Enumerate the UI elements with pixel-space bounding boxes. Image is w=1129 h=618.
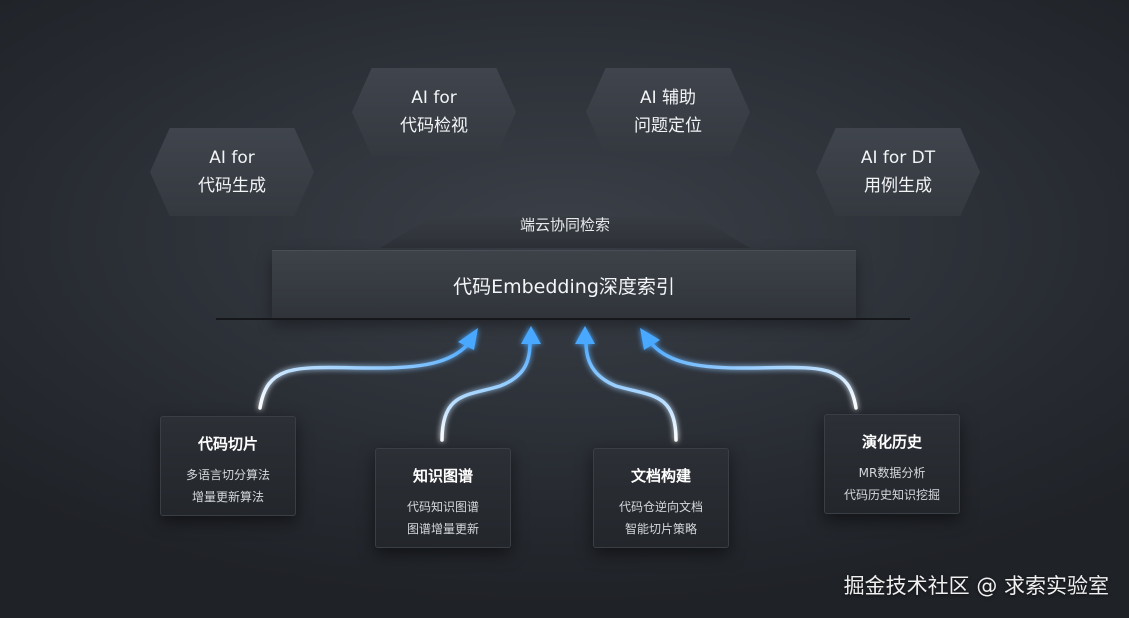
hex-ai-dt-testcase-generation: AI for DT 用例生成 bbox=[816, 128, 980, 216]
source-line: 多语言切分算法 bbox=[185, 468, 270, 482]
hex-ai-problem-locating: AI 辅助 问题定位 bbox=[586, 68, 750, 156]
hex-line1: AI for DT bbox=[860, 148, 936, 168]
source-line: 智能切片策略 bbox=[624, 522, 697, 536]
hex-line1: AI 辅助 bbox=[639, 88, 697, 108]
arrow-slicing bbox=[258, 340, 472, 410]
retrieval-label: 端云协同检索 bbox=[519, 216, 610, 234]
source-title: 代码切片 bbox=[197, 435, 258, 453]
source-line: 图谱增量更新 bbox=[406, 522, 479, 536]
arrow-knowledge-graph bbox=[440, 340, 532, 442]
hex-line1: AI for bbox=[209, 148, 255, 168]
source-line: 代码知识图谱 bbox=[406, 500, 479, 514]
hex-line2: 用例生成 bbox=[864, 176, 932, 196]
baseline-divider bbox=[216, 318, 910, 320]
watermark: 掘金技术社区 @ 求索实验室 bbox=[843, 574, 1109, 598]
hex-line1: AI for bbox=[411, 88, 457, 108]
arrowhead-knowledge-graph bbox=[521, 326, 541, 344]
embedding-index-bar: 代码Embedding深度索引 bbox=[272, 250, 856, 319]
source-line: 代码历史知识挖掘 bbox=[843, 488, 940, 502]
hex-line2: 问题定位 bbox=[634, 116, 702, 136]
arrowhead-documents bbox=[575, 326, 595, 344]
arrow-evolution bbox=[648, 340, 858, 410]
arrow-documents bbox=[584, 340, 678, 442]
embedding-index-label: 代码Embedding深度索引 bbox=[453, 275, 675, 298]
source-title: 知识图谱 bbox=[412, 467, 473, 485]
hex-line2: 代码生成 bbox=[198, 176, 266, 196]
arrowhead-slicing bbox=[458, 328, 478, 350]
hex-ai-code-generation: AI for 代码生成 bbox=[150, 128, 314, 216]
source-title: 演化历史 bbox=[861, 433, 922, 451]
source-line: 代码仓逆向文档 bbox=[618, 500, 703, 514]
arrowhead-evolution bbox=[640, 328, 660, 350]
source-box-evolution-history: 演化历史 MR数据分析 代码历史知识挖掘 bbox=[824, 414, 960, 514]
source-box-knowledge-graph: 知识图谱 代码知识图谱 图谱增量更新 bbox=[375, 448, 511, 548]
source-box-document-building: 文档构建 代码仓逆向文档 智能切片策略 bbox=[593, 448, 729, 548]
hex-line2: 代码检视 bbox=[400, 116, 468, 136]
source-line: 增量更新算法 bbox=[191, 490, 264, 504]
hex-ai-code-review: AI for 代码检视 bbox=[352, 68, 516, 156]
source-title: 文档构建 bbox=[630, 467, 691, 485]
retrieval-roof bbox=[380, 216, 750, 248]
source-box-code-slicing: 代码切片 多语言切分算法 增量更新算法 bbox=[160, 416, 296, 516]
source-line: MR数据分析 bbox=[858, 466, 926, 480]
